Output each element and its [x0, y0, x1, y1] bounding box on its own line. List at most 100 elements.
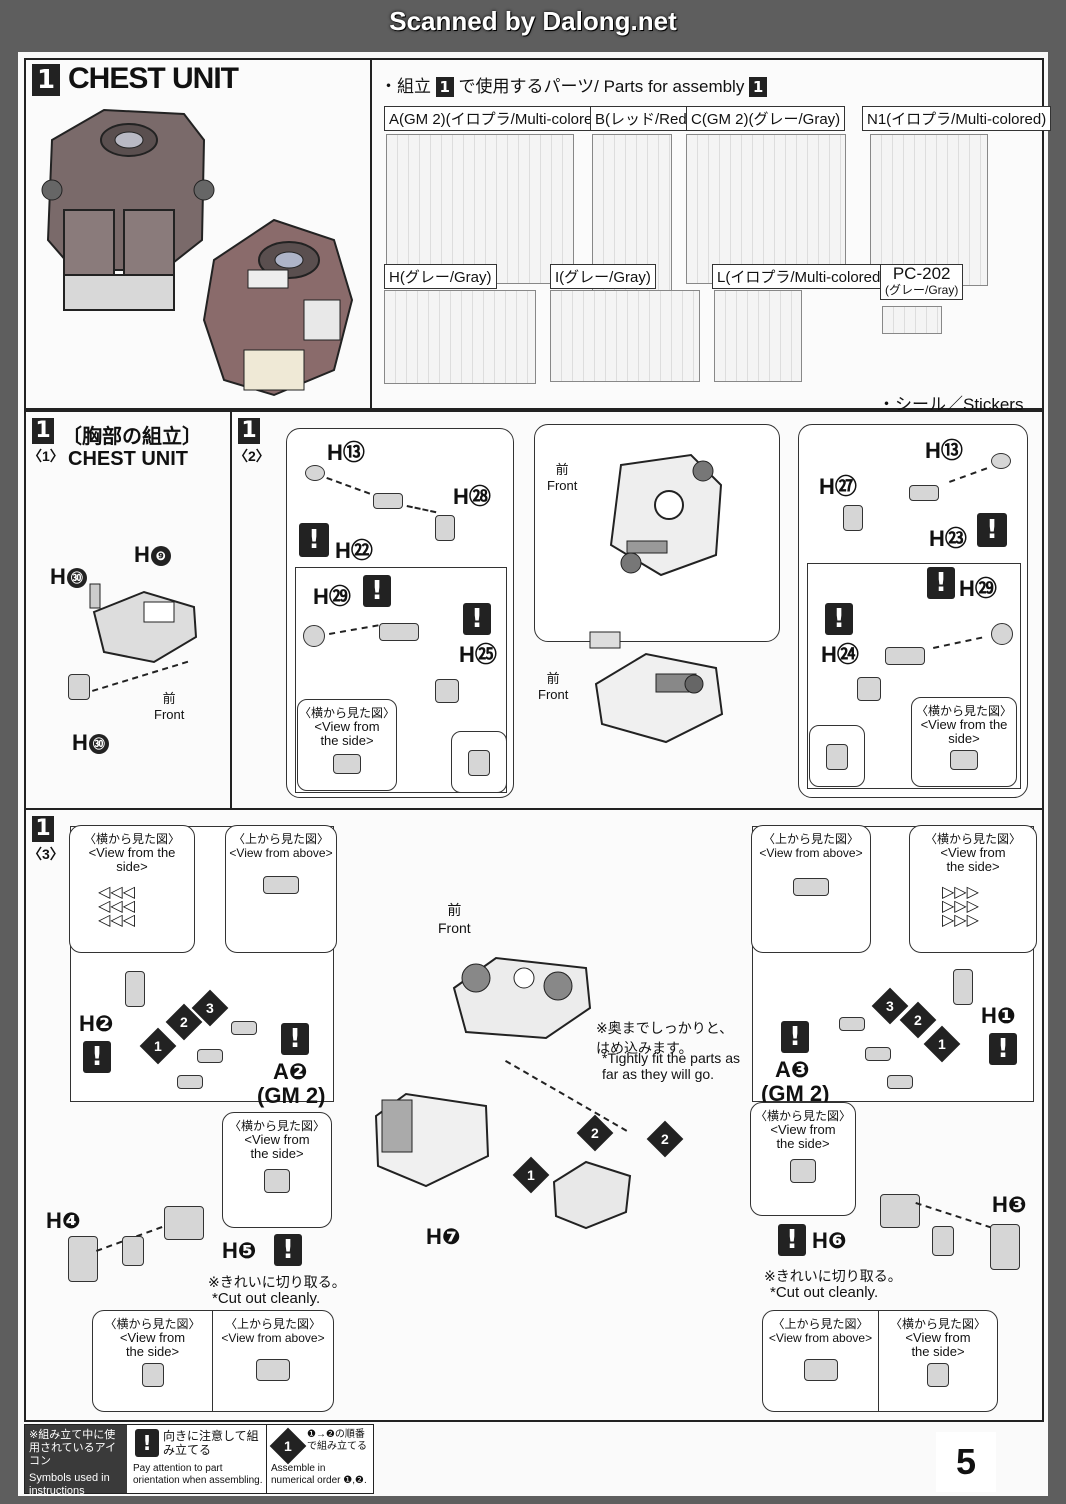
label-h28: H㉘: [453, 484, 491, 509]
label-h5: H❺: [222, 1238, 257, 1263]
part-h29-arm: [379, 623, 419, 641]
side-view-part: [468, 750, 490, 776]
step-1-1-number: 1: [32, 418, 54, 444]
side-view-box: 〈横から見た図〉 <View from the side>: [911, 697, 1017, 787]
left-upper-detail-box: 〈横から見た図〉 <View from the side> ◁◁◁◁◁◁◁◁◁ …: [69, 825, 337, 1108]
label-h2: H❷: [79, 1011, 114, 1036]
label-h1: H❶: [981, 1003, 1016, 1028]
part-a2: [177, 1075, 203, 1089]
part-h5-frame: [164, 1206, 204, 1240]
label-h13: H⑬: [925, 438, 963, 463]
runner-h-image: [384, 290, 536, 384]
runner-b-label: B(レッド/Red): [590, 106, 697, 131]
side-view-part: [141, 1363, 164, 1387]
right-shoulder-box: H⑬ H㉗ H㉓ ! ! H㉙ ! H㉔ 〈横から見た図〉 <View from…: [798, 424, 1028, 798]
runner-n1-label: N1(イロプラ/Multi-colored): [862, 106, 1052, 131]
right-bottom-views: 〈上から見た図〉 <View from above> 〈横から見た図〉 <Vie…: [762, 1310, 998, 1412]
part-h30-bottom: [68, 674, 90, 700]
warning-icon: !: [274, 1234, 302, 1266]
chest-back-view: [41, 108, 215, 311]
page-title: CHEST UNIT: [68, 62, 239, 95]
cut-note-en: *Cut out cleanly.: [770, 1284, 879, 1301]
step-number: 1: [32, 64, 60, 96]
label-gm2: (GM 2): [761, 1081, 830, 1106]
runner-pc202-image: [882, 306, 942, 334]
parts-label-step-2: 1: [749, 77, 768, 97]
warning-icon: !: [299, 523, 329, 557]
warning-icon: !: [825, 603, 853, 635]
runner-n1-image: [870, 134, 988, 286]
side-view-part: [264, 1169, 290, 1193]
part-a3: [865, 1047, 891, 1061]
fit-note-jp: ※奥までしっかりと、はめ込みます。: [596, 1020, 734, 1056]
side-view-part: [950, 750, 978, 770]
part-h24: [857, 677, 881, 701]
part-h2: [125, 971, 145, 1007]
chest-frame-assembled: [589, 631, 724, 744]
step-1-1-title-en: CHEST UNIT: [68, 448, 188, 470]
chest-unit-header-panel: 1 CHEST UNIT: [24, 58, 372, 410]
side-view-box: 〈横から見た図〉 <View from the side> ▷▷▷▷▷▷▷▷▷: [909, 825, 1037, 953]
part-a3: [839, 1017, 865, 1031]
step-1-1-sub: 〈1〉: [28, 448, 64, 464]
fit-note-en: *Tightly fit the parts as far as they wi…: [602, 1050, 740, 1082]
part-a2: [197, 1049, 223, 1063]
above-view-box: 〈上から見た図〉 <View from above>: [751, 825, 871, 953]
side-view-box-left-mid: 〈横から見た図〉 <View from the side>: [222, 1112, 332, 1228]
chest-side-block: [374, 1092, 490, 1188]
runner-a-label: A(GM 2)(イロプラ/Multi-colored): [384, 106, 611, 131]
label-gm2: (GM 2): [257, 1083, 326, 1108]
part-a2: [231, 1021, 257, 1035]
arrow-set: ◁◁◁◁◁◁◁◁◁: [98, 884, 135, 929]
warning-icon: !: [463, 603, 491, 635]
assembly-path: [406, 505, 437, 514]
left-shoulder-box: H⑬ H㉘ ! H㉒ H㉙ ! ! H㉕ 〈横から見た図〉 <View from…: [286, 428, 514, 798]
step-1-2-sub: 〈2〉: [234, 448, 270, 464]
runner-pc202-color: (グレー/Gray): [885, 283, 959, 297]
part-h13: [305, 465, 325, 481]
label-h25: H㉕: [459, 642, 497, 667]
label-h29: H㉙: [313, 584, 351, 609]
chest-frame-center: [452, 956, 592, 1040]
left-bottom-views: 〈横から見た図〉 <View from the side> 〈上から見た図〉 <…: [92, 1310, 334, 1412]
assembly-path: [326, 477, 371, 495]
step-1-3-number: 1: [32, 816, 54, 842]
label-h23: H㉓: [929, 526, 967, 551]
side-view-part: [790, 1159, 816, 1183]
sequence-1: 1: [923, 1025, 961, 1063]
parts-label-jp-prefix: ・組立: [380, 77, 431, 96]
side-view-col: 〈横から見た図〉 <View from the side>: [93, 1311, 213, 1411]
stickers-label: ・シール／Stickers: [878, 395, 1024, 414]
runner-c-label: C(GM 2)(グレー/Gray): [686, 106, 846, 131]
cut-note-en: *Cut out cleanly.: [212, 1290, 321, 1307]
part-h22: [373, 493, 403, 509]
cut-note-jp: ※きれいに切り取る。: [764, 1268, 902, 1284]
part-h6-frame: [880, 1194, 920, 1228]
label-h13: H⑬: [327, 440, 365, 465]
chest-front-view: [202, 218, 354, 397]
label-h3: H❸: [992, 1192, 1027, 1217]
warning-icon: !: [781, 1021, 809, 1053]
runner-a-image: [386, 134, 574, 284]
warning-icon: !: [977, 513, 1007, 547]
assembly-path: [949, 467, 988, 483]
label-h4: H❹: [46, 1208, 81, 1233]
warning-icon: !: [778, 1224, 806, 1256]
sequence-icon: 1: [269, 1427, 307, 1465]
side-view-jp: 〈横から見た図〉: [298, 706, 395, 720]
above-view-part: [263, 876, 299, 894]
label-h29: H㉙: [959, 576, 997, 601]
sequence-2: 2: [646, 1120, 684, 1158]
legend-order: 1 ❶→❷の順番で組み立てる Assemble in numerical ord…: [269, 1427, 367, 1486]
above-view-part: [793, 878, 829, 896]
above-view-part: [256, 1359, 290, 1381]
above-view-col: 〈上から見た図〉 <View from above>: [213, 1311, 333, 1411]
parts-label-jp-suffix: で使用するパーツ/ Parts for assembly: [458, 77, 745, 96]
part-h3: [990, 1224, 1020, 1270]
warning-icon: !: [83, 1041, 111, 1073]
side-view-en: <View from the side>: [920, 717, 1008, 746]
